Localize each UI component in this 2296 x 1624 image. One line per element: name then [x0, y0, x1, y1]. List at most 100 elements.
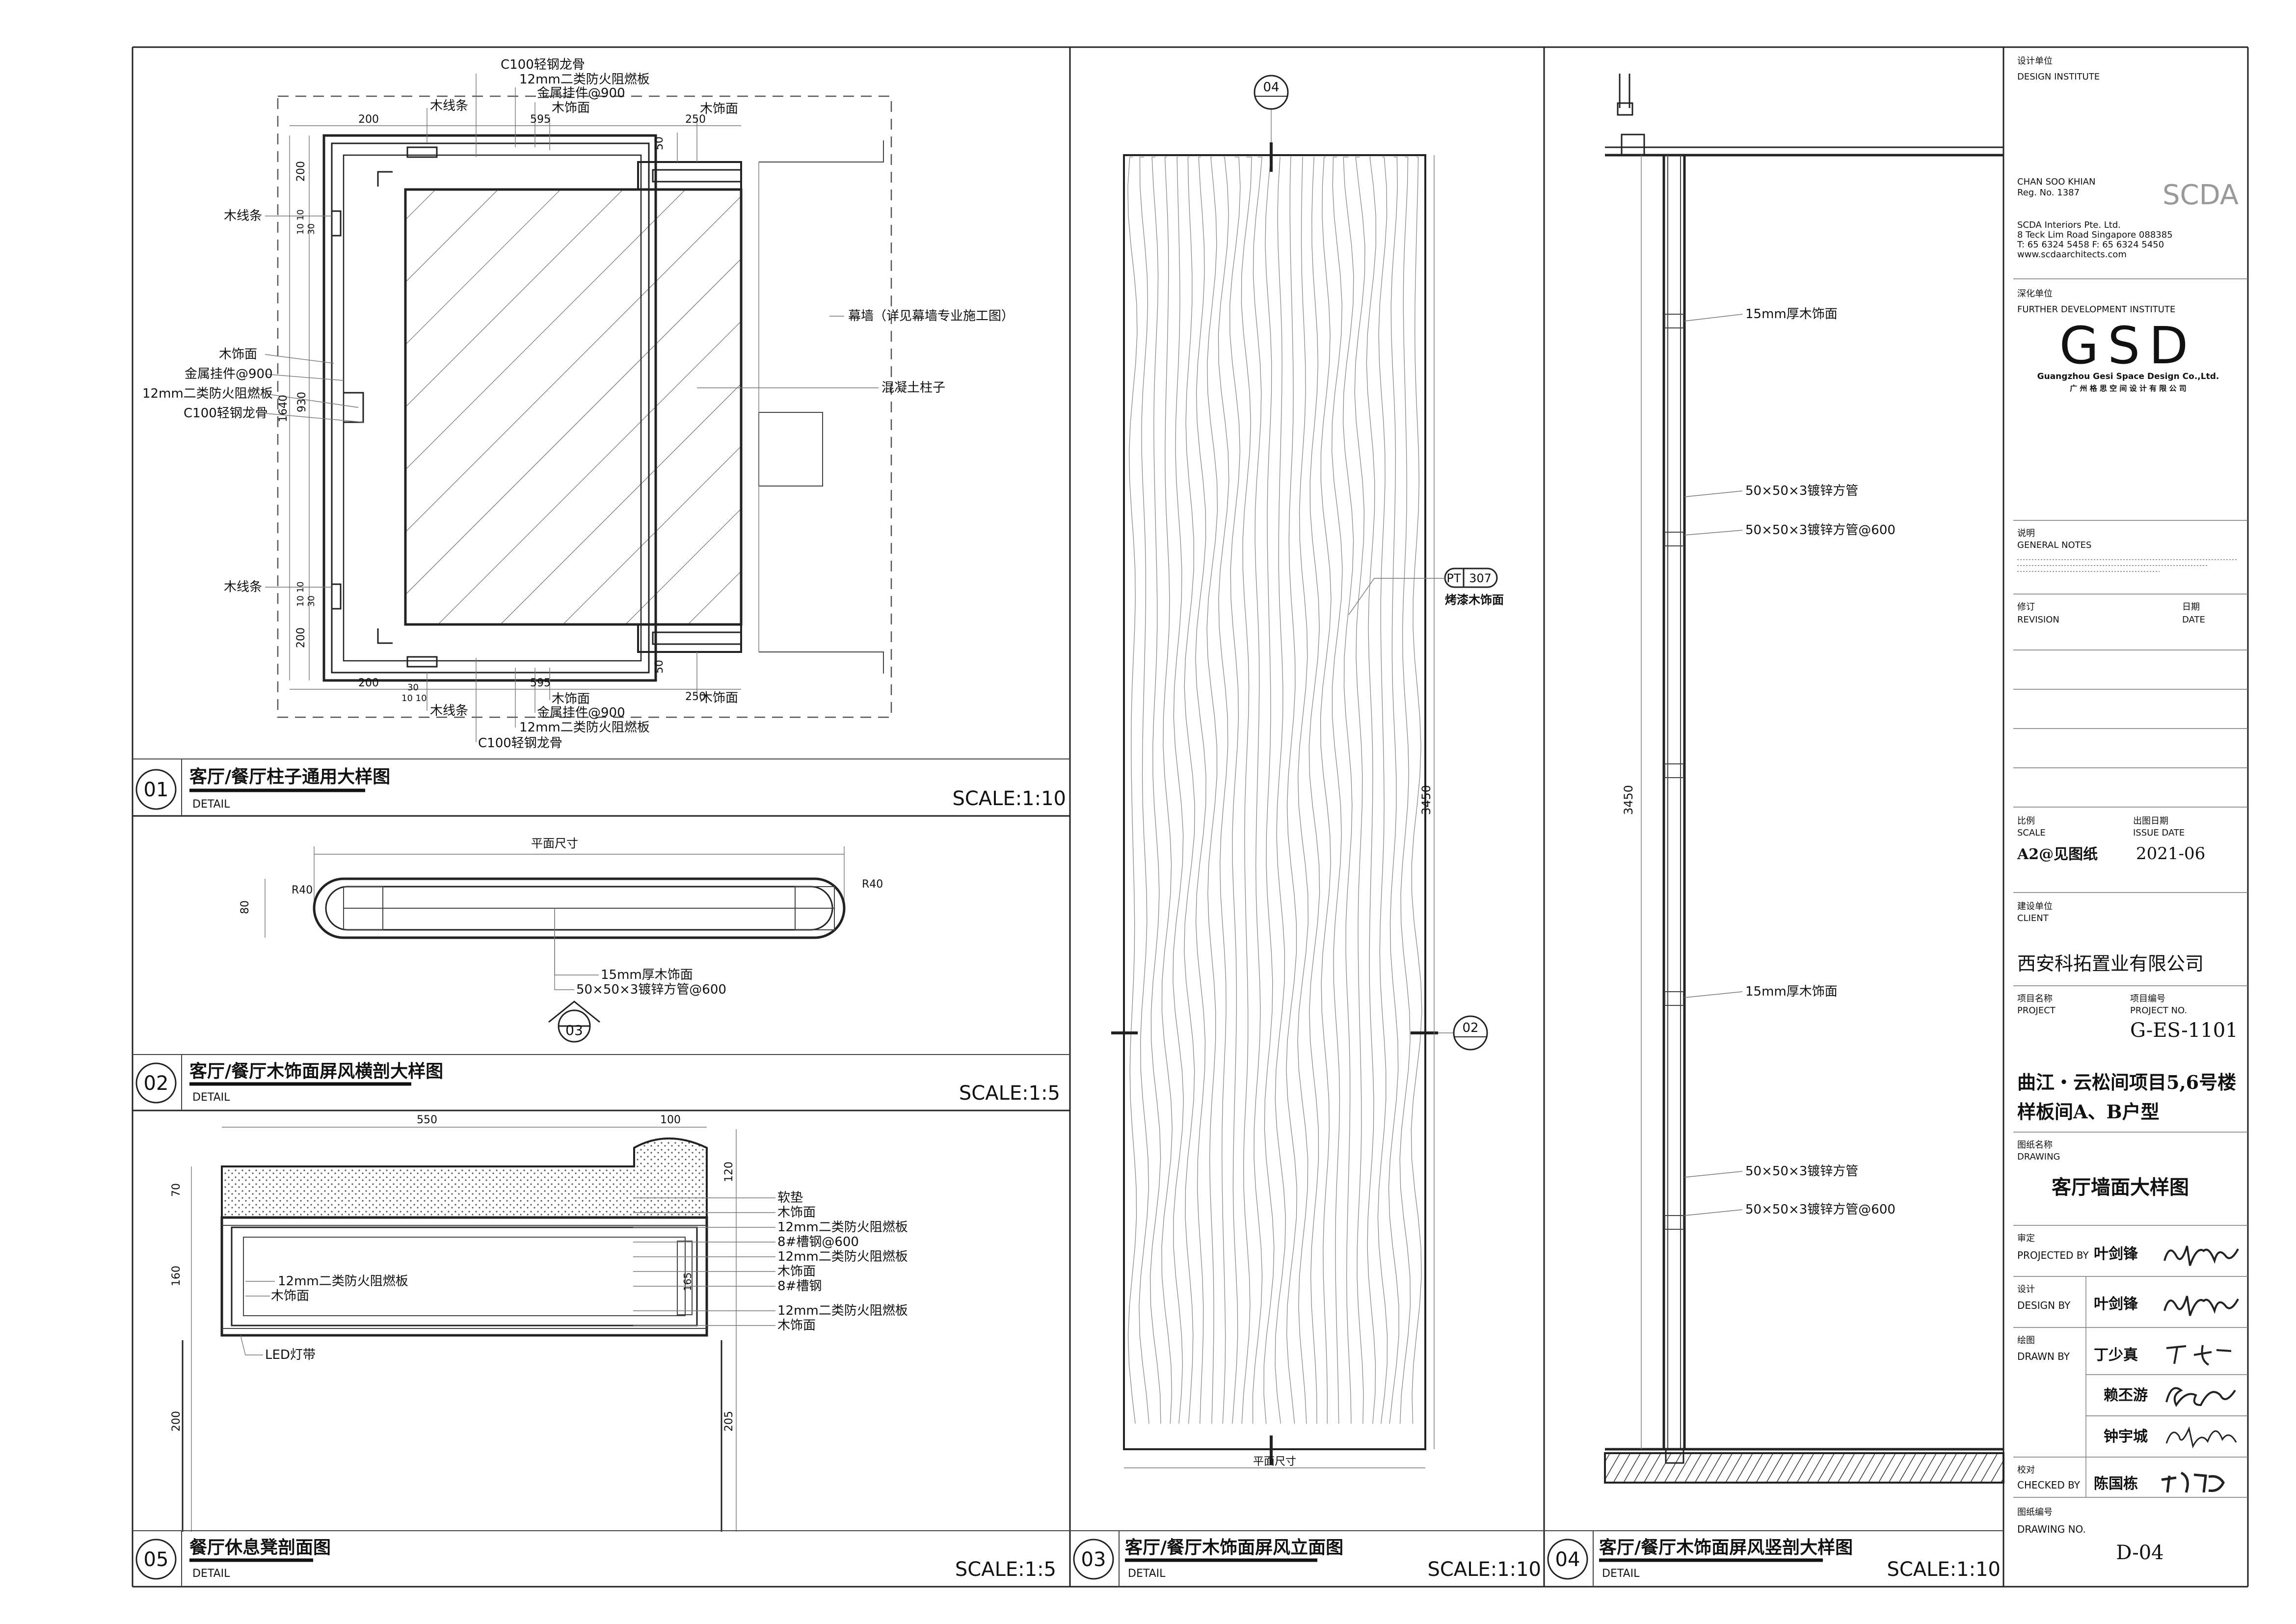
d04-subtitle: DETAIL	[1602, 1568, 1640, 1580]
wood-grain-line	[1320, 157, 1332, 1424]
tb-project-line2: 样板间A、B户型	[2017, 1101, 2160, 1123]
d01-dim-t595: 595	[530, 113, 551, 126]
tb-signature-drawn	[2166, 1345, 2232, 1366]
wood-grain-line	[1252, 157, 1263, 1424]
title-block: 设计单位 DESIGN INSTITUTE CHAN SOO KHIAN Reg…	[2013, 56, 2248, 1564]
tb-projected-en: PROJECTED BY	[2017, 1249, 2089, 1261]
d04-label-tube-b: 50×50×3镀锌方管@600	[1745, 523, 1896, 538]
detail-01-column-plan: C100轻钢龙骨 12mm二类防火阻燃板 金属挂件@900 木饰面 木线条 木饰…	[133, 57, 1070, 816]
tb-date-en: DATE	[2182, 615, 2205, 625]
tb-scda-company: SCDA Interiors Pte. Ltd.	[2017, 220, 2121, 230]
d04-height: 3450	[1622, 785, 1635, 815]
d01-label-strip-left-lower: 木线条	[224, 580, 262, 595]
d03-height: 3450	[1419, 785, 1433, 815]
tb-checked-en: CHECKED BY	[2017, 1479, 2081, 1491]
d05-number: 05	[144, 1548, 169, 1571]
tb-revision-cn: 修订	[2017, 602, 2035, 612]
wood-grain-line	[1388, 157, 1399, 1424]
d01-dim-l1640: 1640	[277, 395, 290, 422]
d05-label-led: LED灯带	[265, 1348, 316, 1362]
d05-r165: 165	[682, 1272, 694, 1291]
tb-project-no-cn: 项目编号	[2130, 994, 2165, 1004]
d01-dim-b1010: 10 10	[401, 693, 427, 704]
tb-client-value: 西安科拓置业有限公司	[2017, 953, 2204, 974]
d04-title: 客厅/餐厅木饰面屏风竖剖大样图	[1599, 1538, 1853, 1558]
tb-drawing-no-cn: 图纸编号	[2017, 1507, 2053, 1517]
wood-grain-line	[1161, 157, 1173, 1424]
d01-label-wood-top-right: 木饰面	[700, 102, 738, 116]
tb-signature-checked	[2161, 1471, 2225, 1493]
d01-label-c100-left: C100轻钢龙骨	[184, 406, 268, 421]
tb-signature-extra1	[2165, 1387, 2236, 1407]
d03-ref-top: 04	[1263, 80, 1279, 95]
d05-label-wood1: 木饰面	[777, 1205, 816, 1220]
tb-scda-logo: SCDA	[2163, 179, 2239, 211]
tb-drawn-en: DRAWN BY	[2017, 1351, 2070, 1362]
sheet-frame	[132, 46, 2249, 1588]
wood-grain-line	[1411, 157, 1422, 1424]
d05-subtitle: DETAIL	[192, 1568, 230, 1580]
d05-label-wood2: 木饰面	[777, 1264, 816, 1279]
tb-scale-cn: 比例	[2017, 816, 2035, 826]
d01-label-strip-top: 木线条	[430, 99, 468, 113]
d01-label-c100-top: C100轻钢龙骨	[501, 57, 585, 72]
d01-dim-b30: 30	[407, 682, 419, 693]
d01-dim-l30a: 30	[306, 223, 317, 235]
d01-dim-l1010a: 10 10	[295, 209, 306, 235]
d01-dim-b595: 595	[530, 677, 551, 689]
tb-notes-en: GENERAL NOTES	[2017, 540, 2091, 550]
d05-h200: 200	[170, 1411, 183, 1432]
tb-project-en: PROJECT	[2017, 1005, 2056, 1016]
d05-w550: 550	[417, 1114, 437, 1126]
tb-gsd-en: Guangzhou Gesi Space Design Co.,Ltd.	[2037, 372, 2219, 381]
d01-label-strip-left-upper: 木线条	[224, 209, 262, 223]
d01-label-curtain-wall: 幕墙（详见幕墙专业施工图）	[848, 309, 1014, 324]
d04-scale: SCALE:1:10	[1887, 1558, 2001, 1581]
tb-project-line1: 曲江・云松间项目5,6号楼	[2017, 1071, 2236, 1093]
d01-dim-l1010b: 10 10	[295, 581, 306, 607]
d01-dim-t50: 50	[653, 136, 666, 150]
tb-drawing-no-value: D-04	[2116, 1542, 2163, 1564]
tb-project-no-value: G-ES-1101	[2130, 1019, 2238, 1042]
d04-number: 04	[1555, 1548, 1580, 1571]
d01-label-board-top: 12mm二类防火阻燃板	[519, 72, 650, 87]
tb-client-cn: 建设单位	[2017, 901, 2053, 912]
d03-finish: 烤漆木饰面	[1445, 593, 1504, 607]
d05-label-cushion: 软垫	[777, 1191, 803, 1205]
d01-label-wood-bottom-right: 木饰面	[700, 691, 738, 705]
d05-r205: 205	[723, 1411, 735, 1432]
tb-further-cn: 深化单位	[2017, 289, 2053, 299]
tb-scale-en: SCALE	[2017, 828, 2046, 838]
d04-label-wood-upper: 15mm厚木饰面	[1745, 307, 1838, 322]
d01-label-wood-left: 木饰面	[219, 347, 257, 362]
d01-label-strip-bottom: 木线条	[430, 704, 468, 718]
d01-dim-b50: 50	[653, 660, 666, 674]
tb-architect-name: CHAN SOO KHIAN	[2017, 177, 2096, 187]
d02-label-wood: 15mm厚木饰面	[601, 968, 693, 982]
d02-ref: 03	[565, 1022, 583, 1038]
tb-project-cn: 项目名称	[2017, 994, 2053, 1004]
d02-subtitle: DETAIL	[192, 1091, 230, 1104]
wood-grain-line	[1173, 157, 1184, 1424]
d02-plan-size: 平面尺寸	[531, 837, 578, 850]
tb-drawing-en: DRAWING	[2017, 1152, 2060, 1162]
d01-label-board-left: 12mm二类防火阻燃板	[142, 386, 273, 401]
wood-grain-line	[1139, 157, 1149, 1424]
tb-scda-web: www.scdaarchitects.com	[2017, 249, 2127, 260]
d01-label-hanger-left: 金属挂件@900	[185, 367, 273, 381]
d01-dim-l200b: 200	[295, 627, 307, 648]
tb-scale-value: A2@见图纸	[2017, 846, 2098, 863]
d05-label-channel2: 8#槽钢	[777, 1279, 822, 1294]
tb-signature-projected	[2163, 1245, 2239, 1266]
d05-label-channel1: 8#槽钢@600	[777, 1235, 859, 1249]
d01-label-concrete: 混凝土柱子	[881, 380, 945, 395]
tb-notes-cn: 说明	[2017, 528, 2035, 539]
tb-drawing-value: 客厅墙面大样图	[2052, 1176, 2189, 1199]
d05-h70: 70	[170, 1183, 183, 1197]
tb-design-institute-en: DESIGN INSTITUTE	[2017, 72, 2100, 82]
d01-label-hanger-bottom: 金属挂件@900	[537, 705, 625, 720]
d03-wood-grain	[1127, 157, 1422, 1424]
d05-r120: 120	[723, 1162, 735, 1182]
d04-label-tube-d: 50×50×3镀锌方管@600	[1745, 1202, 1896, 1217]
